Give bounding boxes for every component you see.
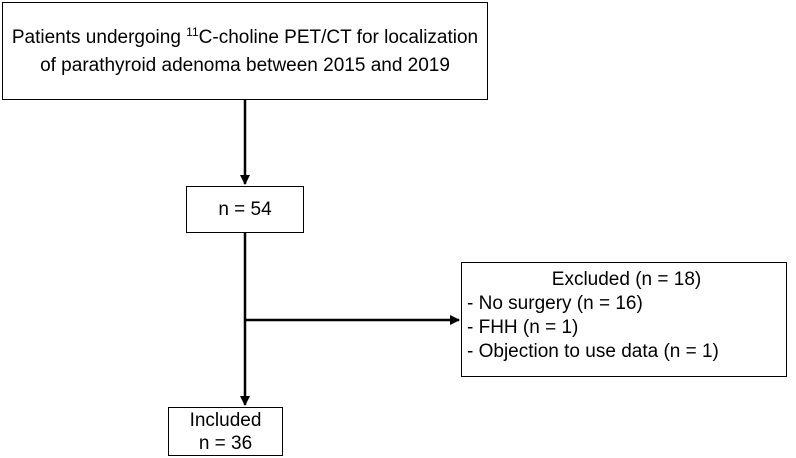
isotope-superscript: 11 xyxy=(186,25,199,39)
excluded-item: - Objection to use data (n = 1) xyxy=(467,341,719,362)
excluded-item: - FHH (n = 1) xyxy=(467,317,579,338)
patients-line-1: Patients undergoing 11C-choline PET/CT f… xyxy=(11,25,479,48)
count-text: n = 54 xyxy=(218,199,272,220)
included-box: Included n = 36 xyxy=(168,407,283,456)
patients-box: Patients undergoing 11C-choline PET/CT f… xyxy=(2,2,488,100)
excluded-item: - No surgery (n = 16) xyxy=(467,293,643,314)
count-box: n = 54 xyxy=(186,186,304,233)
included-label: Included xyxy=(189,410,262,431)
included-count: n = 36 xyxy=(198,433,253,454)
excluded-box: Excluded (n = 18) - No surgery (n = 16) … xyxy=(461,262,787,377)
patients-line-2: of parathyroid adenoma between 2015 and … xyxy=(40,55,450,76)
excluded-title: Excluded (n = 18) xyxy=(551,269,702,290)
